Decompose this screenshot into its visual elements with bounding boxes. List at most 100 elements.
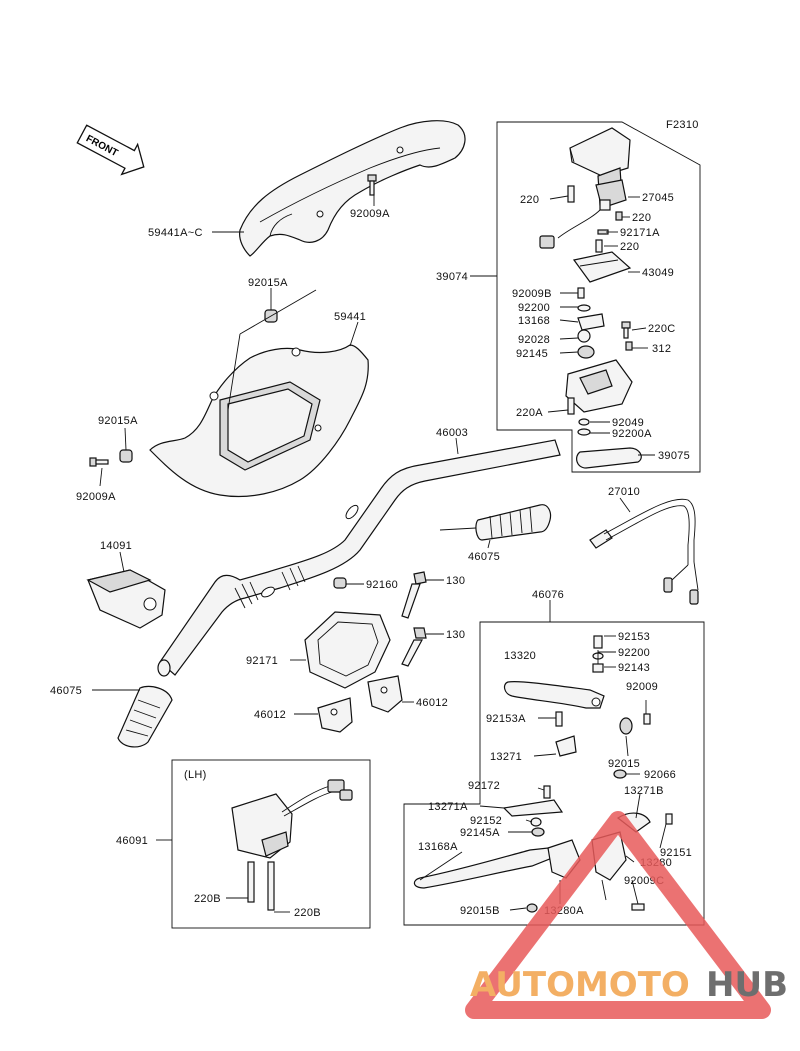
washer-92049 (578, 418, 590, 426)
label-46075-left: 46075 (50, 685, 82, 697)
label-46091: 46091 (116, 835, 148, 847)
nut-92015B (526, 903, 538, 913)
label-220-c: 220 (620, 241, 639, 253)
label-27010: 27010 (608, 486, 640, 498)
label-92153: 92153 (618, 631, 650, 643)
grip-46075-right (439, 504, 552, 541)
meter-cover-part (149, 344, 369, 498)
label-13320: 13320 (504, 650, 536, 662)
label-92015: 92015 (608, 758, 640, 770)
label-92049: 92049 (612, 417, 644, 429)
label-14091: 14091 (100, 540, 132, 552)
label-92200-b: 92200 (618, 647, 650, 659)
collar-92028 (577, 329, 591, 343)
bolt-92153 (593, 635, 603, 649)
label-92066: 92066 (644, 769, 676, 781)
holder-92171 (304, 611, 391, 689)
group-box-46076 (403, 621, 705, 926)
watermark-triangle-icon (465, 811, 771, 1019)
label-13168A: 13168A (418, 841, 458, 853)
label-46075-right: 46075 (468, 551, 500, 563)
label-92009A-top: 92009A (350, 208, 390, 220)
screw-220-a (567, 185, 575, 203)
front-arrow-icon: FRONT (76, 124, 145, 176)
label-46012-b: 46012 (416, 697, 448, 709)
plate-13271A (502, 799, 564, 817)
holder-46012-b (367, 675, 403, 713)
collar-92015A-left (119, 449, 133, 463)
label-59441AC: 59441A~C (148, 227, 203, 239)
label-27045: 27045 (642, 192, 674, 204)
nut-312 (625, 341, 633, 351)
label-220A: 220A (516, 407, 543, 419)
label-220B-a: 220B (194, 893, 221, 905)
bolt-130-a (401, 571, 427, 619)
figure-code: F2310 (666, 119, 699, 131)
watermark: AUTOMOTO HUB (465, 811, 788, 1019)
switch-housing-lower (565, 359, 633, 413)
label-220-a: 220 (520, 194, 539, 206)
bolt-130-b (401, 627, 427, 667)
screw-92151 (665, 813, 673, 825)
screw-92009B (577, 287, 585, 299)
screw-92172 (543, 785, 551, 799)
screw-92009 (643, 713, 651, 725)
label-220B-b: 220B (294, 907, 321, 919)
screw-92009C (631, 903, 645, 911)
label-130-a: 130 (446, 575, 465, 587)
upper-cover-part (239, 120, 466, 257)
throttle-cable-27010 (589, 498, 699, 605)
label-13271: 13271 (490, 751, 522, 763)
bracket-13271 (555, 735, 577, 757)
plate-13168 (577, 313, 605, 331)
label-92145: 92145 (516, 348, 548, 360)
collar-92160 (333, 577, 347, 589)
screw-220B-b (267, 861, 275, 911)
watermark-text-hub: HUB (706, 965, 788, 1005)
grip-46075-left (117, 685, 173, 748)
switch-43049 (572, 251, 632, 283)
lever-13320 (503, 681, 605, 709)
label-92145A: 92145A (460, 827, 500, 839)
screw-220-c (595, 239, 603, 253)
switch-unit-27045 (539, 179, 627, 249)
group-box-39074 (496, 121, 701, 473)
label-92171: 92171 (246, 655, 278, 667)
label-46076: 46076 (532, 589, 564, 601)
switch-46091 (231, 779, 353, 859)
lever-13168A (413, 847, 553, 889)
lever-39075 (576, 447, 642, 469)
bolt-92153A (555, 711, 563, 727)
label-92028: 92028 (518, 334, 550, 346)
spring-92145A (531, 827, 545, 837)
washer-92200A (577, 428, 591, 436)
label-92009B: 92009B (512, 288, 552, 300)
washer-92200 (577, 304, 591, 312)
label-13168: 13168 (518, 315, 550, 327)
label-92151: 92151 (660, 847, 692, 859)
screw-220B-a (247, 861, 255, 903)
screw-92009A-left (89, 457, 109, 467)
screw-220A (567, 397, 575, 415)
label-92172: 92172 (468, 780, 500, 792)
lh-label: (LH) (184, 769, 207, 781)
label-92200: 92200 (518, 302, 550, 314)
collar-92143 (592, 663, 604, 673)
collar-92015 (619, 717, 633, 735)
label-92152: 92152 (470, 815, 502, 827)
screw-92009A-top (367, 174, 377, 196)
watermark-text-automoto: AUTOMOTO (470, 965, 690, 1005)
label-92153A: 92153A (486, 713, 526, 725)
holder-46012-a (317, 697, 353, 733)
label-92171A: 92171A (620, 227, 660, 239)
spring-92145 (577, 345, 595, 359)
weight-14091 (86, 569, 166, 629)
label-39075: 39075 (658, 450, 690, 462)
label-92009: 92009 (626, 681, 658, 693)
leader-lines (92, 195, 667, 913)
label-92015A-mid: 92015A (248, 277, 288, 289)
label-46003: 46003 (436, 427, 468, 439)
label-13271A: 13271A (428, 801, 468, 813)
